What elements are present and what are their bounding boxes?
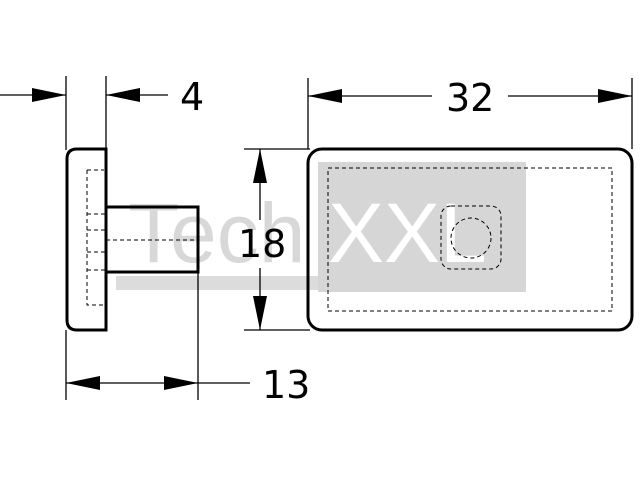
- dimension-label-13: 13: [262, 363, 310, 407]
- front-view: [306, 147, 634, 332]
- front-view-circle-hidden: [450, 217, 492, 259]
- watermark-underline: [116, 276, 318, 290]
- front-view-square-hidden: [440, 205, 502, 270]
- arrow-length-left: [66, 376, 100, 390]
- dimension-overall-width: 32: [307, 76, 633, 149]
- dimension-label-32: 32: [446, 76, 494, 120]
- dimension-overall-length: 13: [65, 272, 310, 407]
- front-view-inner-hidden: [327, 167, 613, 312]
- side-view-flange: [65, 147, 108, 332]
- side-view-stem: [106, 205, 200, 274]
- watermark-logo: Tech XXL: [116, 162, 526, 292]
- watermark-box: [318, 162, 526, 292]
- dimension-flange-thickness: 4: [0, 75, 204, 150]
- arrow-width-left: [308, 89, 342, 103]
- arrow-length-right: [164, 376, 198, 390]
- arrow-right: [106, 88, 140, 102]
- arrow-height-top: [253, 149, 267, 183]
- dimension-label-18: 18: [238, 222, 286, 266]
- dimension-label-4: 4: [180, 75, 204, 119]
- side-view: [65, 147, 200, 332]
- arrow-height-bottom: [253, 296, 267, 330]
- arrow-left: [32, 88, 66, 102]
- side-view-flange-hidden: [86, 169, 104, 306]
- watermark-brand-light: Tech: [128, 186, 305, 280]
- front-view-outline: [306, 147, 634, 332]
- arrow-width-right: [598, 89, 632, 103]
- watermark-brand-bold: XXL: [328, 186, 487, 280]
- dimension-height: 18: [238, 148, 310, 331]
